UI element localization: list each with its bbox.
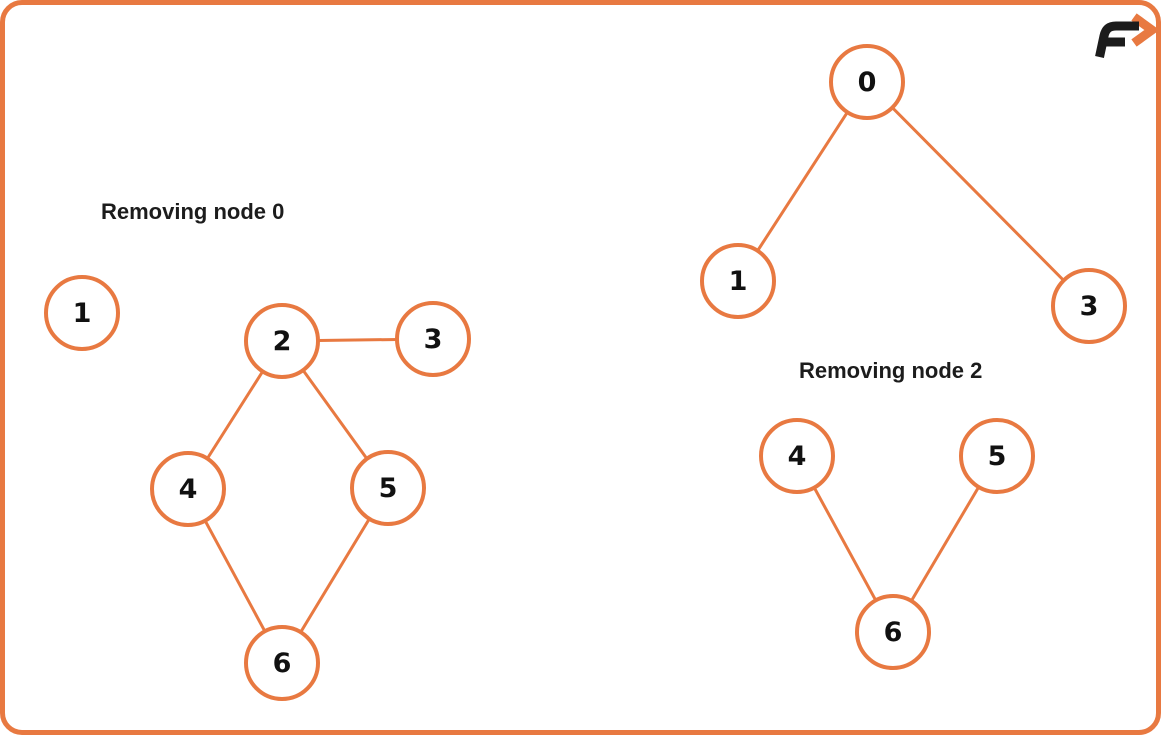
graph-node-label: 5: [378, 472, 398, 504]
graph-node-3: 3: [1051, 268, 1127, 344]
graph-node-label: 5: [987, 440, 1007, 472]
graph-node-label: 3: [423, 323, 443, 355]
graph-node-5: 5: [350, 450, 426, 526]
graph-node-6: 6: [244, 625, 320, 701]
graph-node-1: 1: [44, 275, 120, 351]
graph-node-4: 4: [150, 451, 226, 527]
favtutor-logo: [1089, 12, 1156, 60]
favtutor-logo-icon: [1095, 13, 1156, 58]
graph-node-label: 4: [178, 473, 198, 505]
graph-node-0: 0: [829, 44, 905, 120]
graph-node-2: 2: [244, 303, 320, 379]
graph-label-removing-node-2: Removing node 2: [799, 358, 983, 383]
graph-node-label: 1: [728, 265, 748, 297]
graph-node-1: 1: [700, 243, 776, 319]
graph-node-label: 3: [1079, 290, 1099, 322]
graph-node-6: 6: [855, 594, 931, 670]
graph-node-4: 4: [759, 418, 835, 494]
nodes-layer: 1 2 3 4 5 6 0 1 3 4 5 6: [5, 5, 1156, 730]
graph-node-label: 2: [272, 325, 292, 357]
graph-label-removing-node-0: Removing node 0: [101, 199, 285, 224]
graph-node-label: 0: [857, 66, 877, 98]
graph-edge-0-1: [736, 81, 869, 282]
graph-node-5: 5: [959, 418, 1035, 494]
graph-node-label: 4: [787, 440, 807, 472]
graph-node-label: 1: [72, 297, 92, 329]
graph-node-3: 3: [395, 301, 471, 377]
graph-node-label: 6: [272, 647, 292, 679]
graph-node-label: 6: [883, 616, 903, 648]
graph-edge-0-3: [865, 80, 1091, 308]
